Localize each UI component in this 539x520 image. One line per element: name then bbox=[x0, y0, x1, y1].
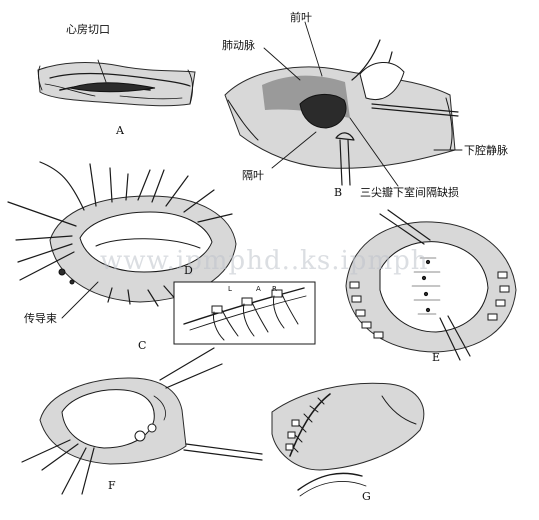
patch-e bbox=[379, 241, 489, 333]
panel-g-letter: G bbox=[362, 490, 371, 503]
panel-b-letter: B bbox=[334, 186, 343, 199]
panel-f-illustration bbox=[21, 347, 263, 495]
watermark: www.ipmphd..ks.ipmph bbox=[100, 246, 429, 276]
septal-defect bbox=[299, 94, 347, 129]
label-anterior-leaflet: 前叶 bbox=[290, 11, 312, 24]
panel-d-inset bbox=[173, 281, 316, 345]
label-atrial-incision: 心房切口 bbox=[66, 23, 110, 36]
defect-c bbox=[79, 211, 213, 273]
panel-g-illustration bbox=[271, 382, 425, 497]
pledget-row-right bbox=[487, 271, 510, 321]
panel-c-letter: C bbox=[138, 339, 147, 352]
suction-b bbox=[339, 139, 351, 186]
patch-f bbox=[61, 389, 155, 449]
panel-a-letter: A bbox=[116, 124, 124, 137]
panel-b-illustration bbox=[224, 21, 463, 187]
panel-e-letter: E bbox=[432, 351, 441, 364]
pledget-row-left bbox=[349, 281, 384, 339]
panel-e-illustration bbox=[345, 209, 517, 361]
label-subtricuspid-vsd: 三尖瓣下室间隔缺损 bbox=[360, 186, 459, 199]
panel-d-letter: D bbox=[184, 264, 193, 277]
panel-d-mark-a: A bbox=[256, 285, 261, 293]
label-inferior-vena-cava: 下腔静脉 bbox=[464, 144, 508, 157]
panel-a-illustration bbox=[37, 59, 196, 107]
label-pulmonary-artery: 肺动脉 bbox=[222, 39, 255, 52]
retractor-b bbox=[371, 103, 459, 113]
panel-c-illustration bbox=[7, 161, 237, 319]
panel-f-letter: F bbox=[108, 479, 116, 492]
panel-d-mark-r: R bbox=[272, 285, 277, 293]
incision-pointer-line bbox=[97, 59, 107, 83]
label-septal-leaflet: 隔叶 bbox=[242, 169, 264, 182]
panel-d-mark-l: L bbox=[228, 285, 232, 293]
label-conduction-bundle: 传导束 bbox=[24, 312, 57, 325]
